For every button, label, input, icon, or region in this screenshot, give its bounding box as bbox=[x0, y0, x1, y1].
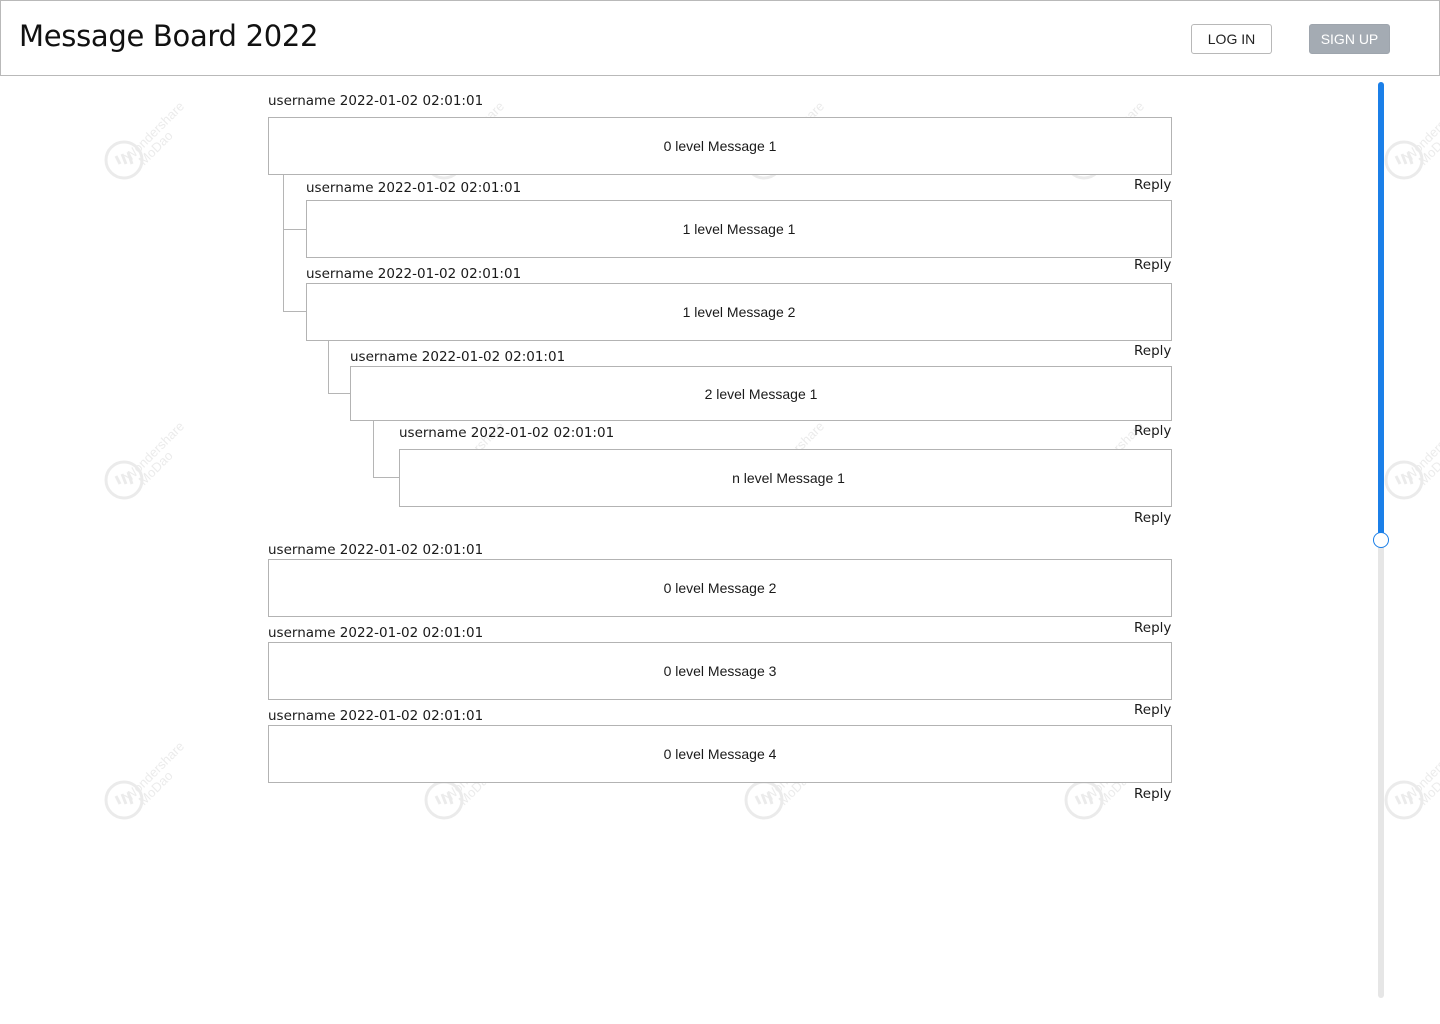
svg-text:Wondershare: Wondershare bbox=[1402, 420, 1440, 484]
svg-text:Wondershare: Wondershare bbox=[1402, 100, 1440, 164]
scrollbar-handle[interactable] bbox=[1373, 532, 1389, 548]
message-meta: username 2022-01-02 02:01:01 bbox=[268, 542, 484, 558]
page-title: Message Board 2022 bbox=[19, 19, 319, 53]
thread-connector bbox=[328, 393, 350, 394]
svg-text:MoDao: MoDao bbox=[1416, 448, 1440, 488]
message-box: n level Message 1 bbox=[399, 449, 1172, 507]
svg-text:MoDao: MoDao bbox=[136, 128, 176, 168]
message-text: 0 level Message 4 bbox=[663, 746, 777, 762]
svg-text:MoDao: MoDao bbox=[136, 768, 176, 808]
svg-text:Wondershare: Wondershare bbox=[122, 740, 188, 804]
reply-link[interactable]: Reply bbox=[1134, 510, 1172, 526]
thread-connector bbox=[328, 341, 329, 394]
message-box: 0 level Message 3 bbox=[268, 642, 1172, 700]
thread-connector bbox=[283, 175, 284, 312]
message-box: 0 level Message 4 bbox=[268, 725, 1172, 783]
thread-connector bbox=[373, 421, 374, 478]
message-box: 1 level Message 2 bbox=[306, 283, 1172, 341]
message-box: 0 level Message 2 bbox=[268, 559, 1172, 617]
message-box: 0 level Message 1 bbox=[268, 117, 1172, 175]
message-text: 0 level Message 1 bbox=[663, 138, 777, 154]
thread-connector bbox=[283, 311, 306, 312]
reply-link[interactable]: Reply bbox=[1134, 702, 1172, 718]
message-meta: username 2022-01-02 02:01:01 bbox=[268, 93, 484, 109]
reply-link[interactable]: Reply bbox=[1134, 177, 1172, 193]
message-meta: username 2022-01-02 02:01:01 bbox=[399, 425, 615, 441]
reply-link[interactable]: Reply bbox=[1134, 423, 1172, 439]
thread-connector bbox=[283, 229, 306, 230]
message-box: 1 level Message 1 bbox=[306, 200, 1172, 258]
message-text: n level Message 1 bbox=[732, 470, 845, 486]
message-text: 1 level Message 2 bbox=[682, 304, 796, 320]
reply-link[interactable]: Reply bbox=[1134, 343, 1172, 359]
top-header: Message Board 2022 LOG IN SIGN UP bbox=[0, 0, 1440, 76]
login-button[interactable]: LOG IN bbox=[1191, 24, 1272, 54]
svg-text:Wondershare: Wondershare bbox=[122, 420, 188, 484]
message-meta: username 2022-01-02 02:01:01 bbox=[268, 625, 484, 641]
svg-text:Wondershare: Wondershare bbox=[122, 100, 188, 164]
reply-link[interactable]: Reply bbox=[1134, 620, 1172, 636]
reply-link[interactable]: Reply bbox=[1134, 786, 1172, 802]
thread-connector bbox=[373, 477, 399, 478]
message-meta: username 2022-01-02 02:01:01 bbox=[306, 266, 522, 282]
message-meta: username 2022-01-02 02:01:01 bbox=[350, 349, 566, 365]
message-text: 0 level Message 3 bbox=[663, 663, 777, 679]
reply-link[interactable]: Reply bbox=[1134, 257, 1172, 273]
svg-text:MoDao: MoDao bbox=[136, 448, 176, 488]
message-meta: username 2022-01-02 02:01:01 bbox=[306, 180, 522, 196]
message-text: 1 level Message 1 bbox=[682, 221, 796, 237]
message-meta: username 2022-01-02 02:01:01 bbox=[268, 708, 484, 724]
svg-text:MoDao: MoDao bbox=[1416, 768, 1440, 808]
signup-button[interactable]: SIGN UP bbox=[1309, 24, 1390, 54]
svg-text:MoDao: MoDao bbox=[1416, 128, 1440, 168]
message-box: 2 level Message 1 bbox=[350, 366, 1172, 421]
message-text: 2 level Message 1 bbox=[704, 385, 818, 402]
scrollbar-progress bbox=[1378, 82, 1384, 540]
message-text: 0 level Message 2 bbox=[663, 580, 777, 596]
svg-text:Wondershare: Wondershare bbox=[1402, 740, 1440, 804]
